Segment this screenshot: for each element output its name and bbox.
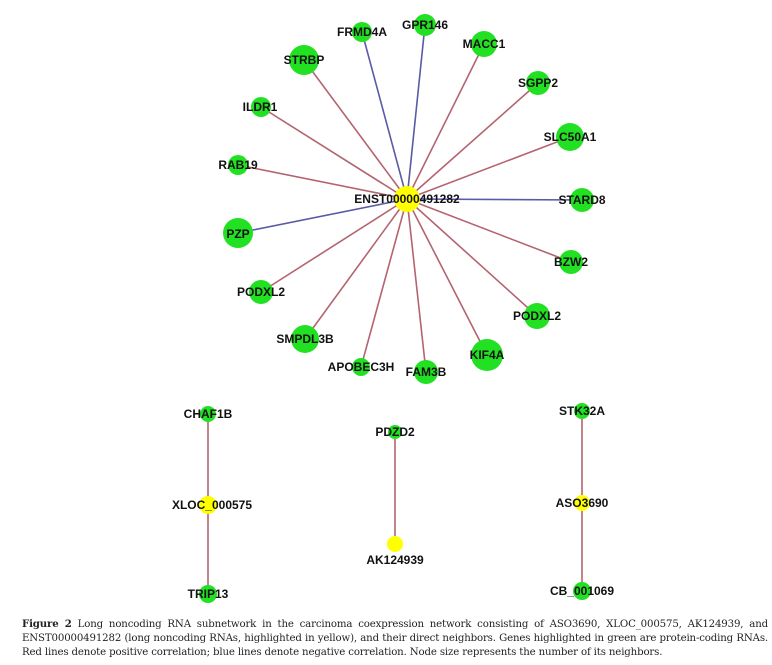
protein-coding-node-pdzd2[interactable] <box>388 425 402 439</box>
node-label-smpdl3b: SMPDL3B <box>276 332 334 346</box>
protein-coding-node-kif4a[interactable] <box>471 339 503 371</box>
lncrna-node-enst00000491282[interactable] <box>394 186 420 212</box>
positive-correlation-edge-enst00000491282-strbp <box>303 59 408 200</box>
node-label-sgpp2: SGPP2 <box>518 76 558 90</box>
node-label-frmd4a: FRMD4A <box>337 25 387 39</box>
node-label-kif4a: KIF4A <box>470 348 505 362</box>
node-label-aso3690: ASO3690 <box>556 496 609 510</box>
negative-correlation-edge-enst00000491282-gpr146 <box>406 24 426 200</box>
positive-correlation-edge-enst00000491282-smpdl3b <box>304 198 408 340</box>
protein-coding-node-cb-001069[interactable] <box>573 582 591 600</box>
negative-correlation-edge-enst00000491282-stard8 <box>406 198 583 201</box>
protein-coding-node-pzp[interactable] <box>223 218 253 248</box>
caption-text: Long noncoding RNA subnetwork in the car… <box>22 619 768 658</box>
protein-coding-node-chaf1b[interactable] <box>200 406 216 422</box>
node-label-fam3b: FAM3B <box>406 365 447 379</box>
node-label-macc1: MACC1 <box>463 37 506 51</box>
node-label-rab19: RAB19 <box>218 158 258 172</box>
node-label-podxl2-b: PODXL2 <box>513 309 561 323</box>
protein-coding-node-macc1[interactable] <box>471 31 497 57</box>
positive-correlation-edge-enst00000491282-bzw2 <box>406 198 572 263</box>
positive-correlation-edge-enst00000491282-apobec3h <box>360 198 408 368</box>
node-label-stk32a: STK32A <box>559 404 605 418</box>
node-label-slc50a1: SLC50A1 <box>544 130 597 144</box>
positive-correlation-edge-enst00000491282-macc1 <box>406 43 485 200</box>
node-label-ildr1: ILDR1 <box>243 100 278 114</box>
protein-coding-node-podxl2-a[interactable] <box>249 280 273 304</box>
protein-coding-node-trip13[interactable] <box>199 585 217 603</box>
lncrna-node-xloc-000575[interactable] <box>199 496 217 514</box>
node-label-gpr146: GPR146 <box>402 18 448 32</box>
protein-coding-node-gpr146[interactable] <box>414 14 436 36</box>
figure-label: Figure 2 <box>22 618 72 630</box>
node-label-chaf1b: CHAF1B <box>184 407 233 421</box>
positive-correlation-edge-enst00000491282-ildr1 <box>260 106 408 200</box>
positive-correlation-edge-enst00000491282-fam3b <box>406 198 427 373</box>
node-label-pdzd2: PDZD2 <box>375 425 415 439</box>
protein-coding-node-stard8[interactable] <box>570 188 594 212</box>
protein-coding-node-ildr1[interactable] <box>251 97 271 117</box>
protein-coding-node-stk32a[interactable] <box>574 403 590 419</box>
positive-correlation-edge-enst00000491282-rab19 <box>237 164 408 200</box>
protein-coding-node-sgpp2[interactable] <box>526 71 550 95</box>
positive-correlation-edge-enst00000491282-podxl2-a <box>260 198 408 293</box>
node-label-podxl2-a: PODXL2 <box>237 285 285 299</box>
protein-coding-node-rab19[interactable] <box>228 155 248 175</box>
negative-correlation-edge-enst00000491282-pzp <box>237 198 408 234</box>
positive-correlation-edge-enst00000491282-podxl2-b <box>406 198 538 317</box>
node-label-stard8: STARD8 <box>558 193 605 207</box>
protein-coding-node-fam3b[interactable] <box>414 360 438 384</box>
edges-layer <box>207 24 583 594</box>
node-label-enst00000491282: ENST00000491282 <box>354 192 460 206</box>
protein-coding-node-podxl2-b[interactable] <box>524 303 550 329</box>
node-label-bzw2: BZW2 <box>554 255 588 269</box>
node-label-pzp: PZP <box>226 227 249 241</box>
node-label-trip13: TRIP13 <box>188 587 229 601</box>
node-label-strbp: STRBP <box>284 53 325 67</box>
positive-correlation-edge-enst00000491282-sgpp2 <box>406 82 539 200</box>
node-label-xloc-000575: XLOC_000575 <box>172 498 252 512</box>
protein-coding-node-bzw2[interactable] <box>559 250 583 274</box>
lncrna-node-ak124939[interactable] <box>387 536 403 552</box>
positive-correlation-edge-enst00000491282-slc50a1 <box>406 136 571 200</box>
node-label-ak124939: AK124939 <box>366 553 424 567</box>
nodes-layer <box>199 14 594 603</box>
protein-coding-node-smpdl3b[interactable] <box>291 325 319 353</box>
protein-coding-node-apobec3h[interactable] <box>352 358 370 376</box>
negative-correlation-edge-enst00000491282-frmd4a <box>361 31 408 200</box>
protein-coding-node-slc50a1[interactable] <box>556 123 584 151</box>
protein-coding-node-strbp[interactable] <box>289 45 319 75</box>
node-label-apobec3h: APOBEC3H <box>328 360 395 374</box>
node-label-cb-001069: CB_001069 <box>550 584 614 598</box>
positive-correlation-edge-enst00000491282-kif4a <box>406 198 488 356</box>
lncrna-node-aso3690[interactable] <box>574 495 590 511</box>
protein-coding-node-frmd4a[interactable] <box>352 22 372 42</box>
figure-caption: Figure 2 Long noncoding RNA subnetwork i… <box>22 617 768 660</box>
